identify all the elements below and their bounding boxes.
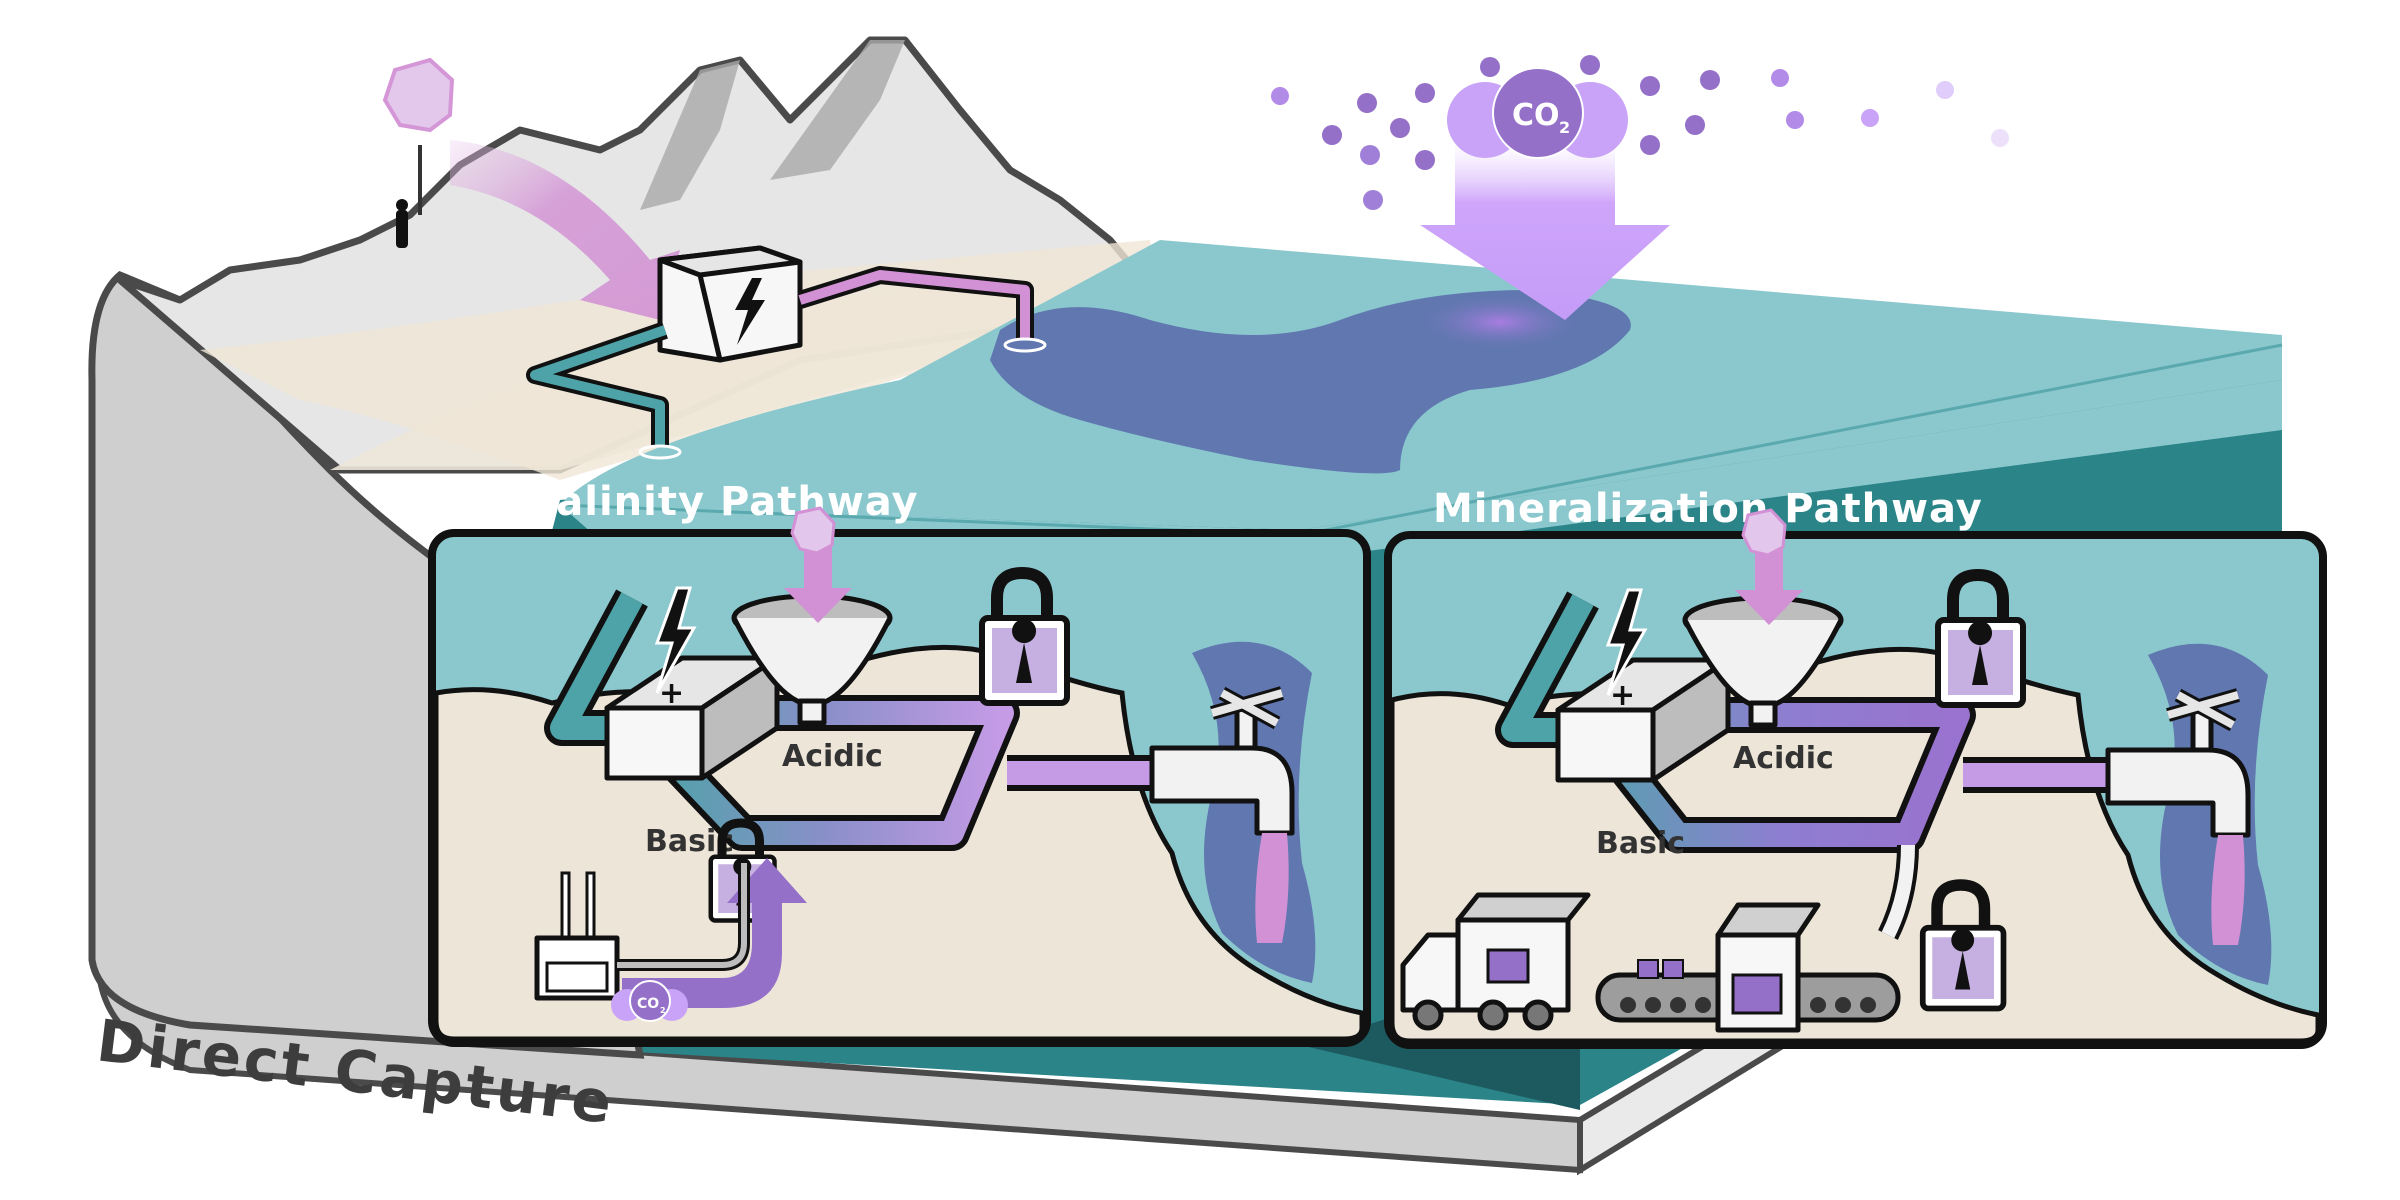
shore-facility [382,57,1047,460]
co2-molecule [1786,111,1804,129]
flue-pipe-fill [617,863,747,968]
acid-pipe-top-fill [798,270,1030,340]
co2-capture-arrow [622,858,807,1008]
co2-label: CO [1512,98,1560,133]
precipitate-nozzle-fill [1881,844,1915,939]
co2-molecule [1480,57,1500,77]
co2-molecule [1991,129,2009,147]
co2-molecule [1685,115,1705,135]
co2-molecules [1271,55,2009,210]
plume-glow [1410,292,1590,352]
ripple-icon [638,444,682,460]
acid-loop-pipe-fill [1593,703,1970,847]
co2-molecule [1271,87,1289,105]
co2-molecule [1640,76,1660,96]
co2-down-arrow [1420,140,1670,320]
mineral-input-arrow [784,543,852,623]
acid-loop-pipe-fill [643,701,1014,845]
co2-molecule [1415,150,1435,170]
co2-molecule [1700,70,1720,90]
mineralization-pathway-title: Mineralization Pathway [1433,486,1983,532]
sand-beach-2 [200,240,1160,480]
mountain-shadow-1 [640,60,740,210]
alkaline-stream [2211,835,2245,945]
lock-icon [1935,568,2026,708]
electrochemical-cell-icon: + [604,586,780,781]
co2-emitter-label: CO [637,996,659,1012]
ripple-icon-2 [1003,337,1047,353]
co2-molecule [1861,109,1879,127]
mineral-input-arrow [1735,545,1803,625]
lock-icon [979,566,1070,706]
faucet-icon [2105,688,2251,945]
funnel-icon [731,593,893,726]
co2-molecule [1771,69,1789,87]
plus-icon: + [1610,678,1635,713]
co2-molecule [1357,93,1377,113]
acidic-label: Acidic [782,739,883,774]
plus-icon: + [659,676,684,711]
co2-cloud-center [1492,67,1584,159]
atmospheric-co2: CO 2 [1271,55,2009,320]
lightning-icon [654,586,697,694]
ocean-edge-line-2 [1299,343,2283,537]
co2-emission-cloud: CO 2 [611,980,688,1022]
carbonate-press-icon [1715,902,1821,1033]
faucet-icon [1149,686,1295,943]
mineral-flow-arrow [450,140,680,320]
factory-icon [534,871,620,1001]
truck-icon [1400,892,1591,1031]
mineral-rock-icon [1741,508,1787,557]
co2-molecule [1640,135,1660,155]
co2-label-subscript: 2 [1559,118,1570,137]
co2-molecule [1415,83,1435,103]
base-pipe-top-fill [530,325,667,445]
co2-molecule [1322,125,1342,145]
mineral-rock-icon [790,506,836,555]
lightning-icon [735,278,765,345]
co2-molecule [1390,118,1410,138]
co2-emitter-subscript: 2 [660,1006,666,1015]
lightning-icon [1605,588,1648,696]
co2-molecule [1360,145,1380,165]
alkaline-stream [1255,833,1289,943]
co2-molecule [1580,55,1600,75]
lock-icon [1919,879,2007,1012]
mineralization-panel: + Acidic Basic [1384,508,2327,1049]
alkalinity-panel: + Acidic Basic [428,506,1371,1047]
electrochemical-unit [657,245,803,363]
funnel-icon [1682,595,1844,728]
acidic-label: Acidic [1733,741,1834,776]
mountain-shadow-2 [770,40,905,180]
alkalinity-pathway-title: Alkalinity Pathway [482,479,919,525]
mineral-rock-icon [382,57,455,133]
co2-molecule [1936,81,1954,99]
basic-label: Basic [1596,826,1685,861]
person-icon [396,199,408,248]
co2-molecule [1363,190,1383,210]
